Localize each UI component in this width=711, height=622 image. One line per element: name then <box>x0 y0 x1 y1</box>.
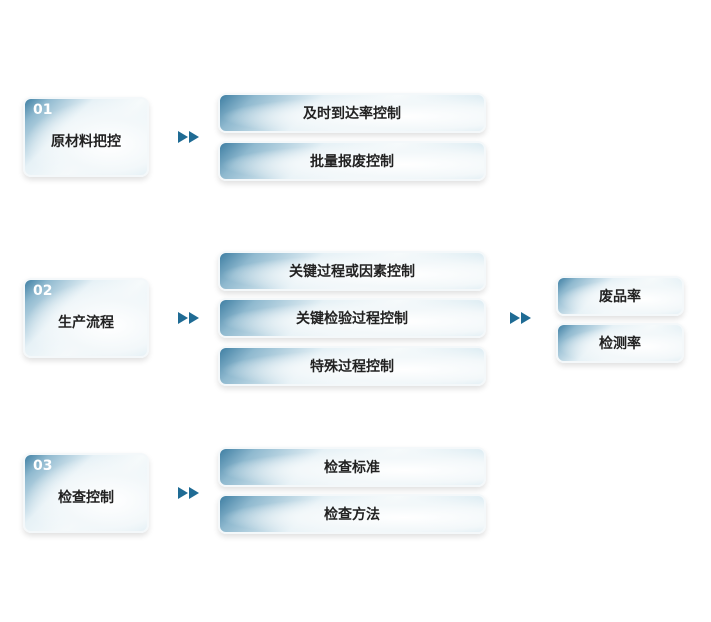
stage-title: 检查控制 <box>58 490 114 506</box>
control-item: 关键过程或因素控制 <box>218 251 486 291</box>
stage-number: 03 <box>33 458 53 474</box>
control-item: 检查标准 <box>218 447 486 487</box>
stage-box-raw-materials: 01 原材料把控 <box>23 97 149 177</box>
result-item: 废品率 <box>556 276 684 316</box>
control-item: 关键检验过程控制 <box>218 298 486 338</box>
double-arrow-icon <box>178 312 200 324</box>
stage-number: 02 <box>33 283 53 299</box>
stage-box-inspection: 03 检查控制 <box>23 453 149 533</box>
stage-title: 生产流程 <box>58 315 114 331</box>
control-item: 及时到达率控制 <box>218 93 486 133</box>
double-arrow-icon <box>178 131 200 143</box>
control-item: 特殊过程控制 <box>218 346 486 386</box>
stage-title: 原材料把控 <box>51 134 121 150</box>
result-item: 检测率 <box>556 323 684 363</box>
stage-number: 01 <box>33 102 53 118</box>
control-item: 检查方法 <box>218 494 486 534</box>
double-arrow-icon <box>178 487 200 499</box>
double-arrow-icon <box>510 312 532 324</box>
control-item: 批量报废控制 <box>218 141 486 181</box>
stage-box-production: 02 生产流程 <box>23 278 149 358</box>
